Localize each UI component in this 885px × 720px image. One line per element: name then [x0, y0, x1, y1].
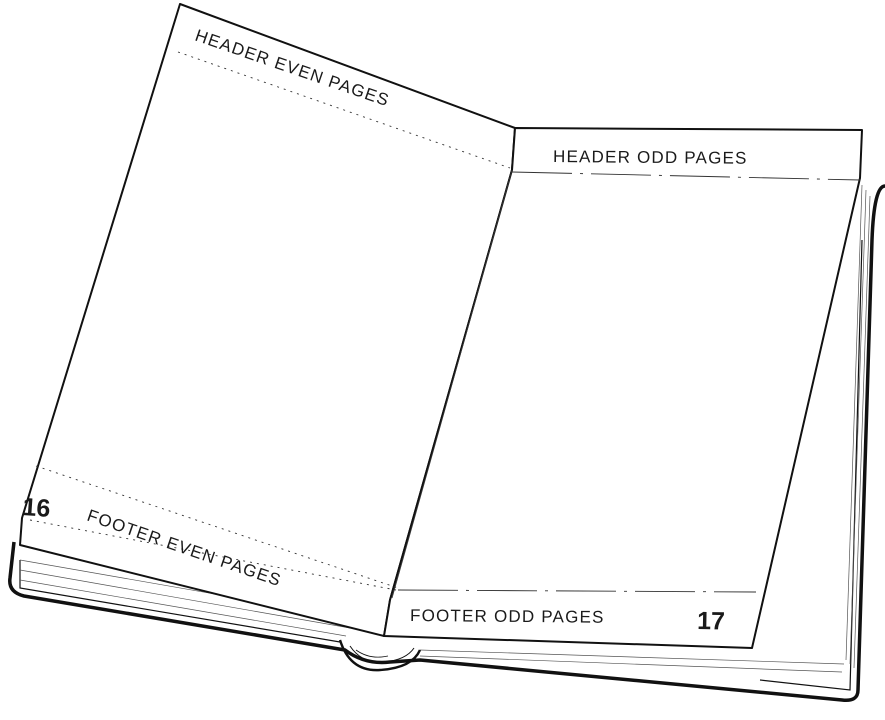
left-page-number: 16 [22, 493, 52, 523]
right-page-number: 17 [697, 607, 725, 635]
right-header-text: HEADER ODD PAGES [553, 147, 748, 168]
right-footer-text: FOOTER ODD PAGES [410, 606, 605, 627]
